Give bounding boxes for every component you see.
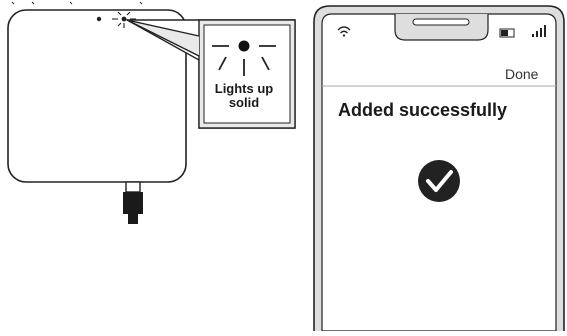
battery-icon [500,29,514,37]
led-status-label: Lights up solid [203,82,285,110]
led-dot-icon [97,17,101,21]
done-button[interactable]: Done [505,66,538,82]
cable-plug [126,182,140,192]
cable-tip [128,214,138,224]
phone-notch [395,14,488,40]
cable-connector [123,192,143,214]
phone-speaker [413,19,469,25]
phone [314,6,564,331]
status-title: Added successfully [338,100,507,121]
cropped-marks [12,2,142,4]
success-check-icon [418,160,460,202]
